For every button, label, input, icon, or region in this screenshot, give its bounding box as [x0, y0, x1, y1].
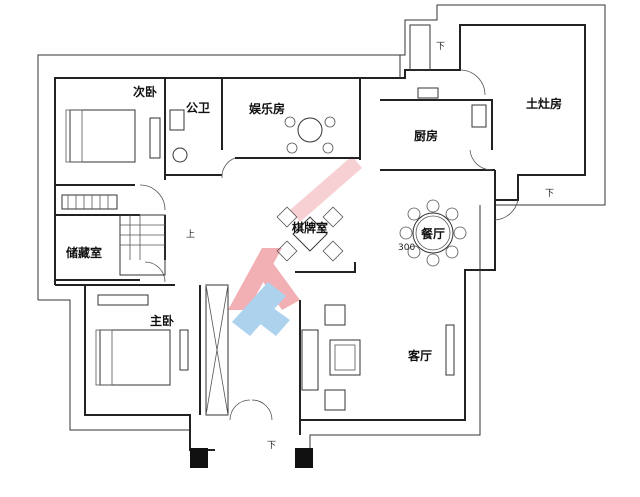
- stair-down-label-east: 下: [545, 189, 554, 199]
- dining-table-note: 300: [398, 243, 415, 253]
- interior-walls: [55, 55, 519, 468]
- furniture: [65, 87, 487, 411]
- label-public-bathroom: 公卫: [186, 101, 210, 115]
- stair-down-label-north: 下: [436, 42, 445, 52]
- room-labels: 次卧 公卫 娱乐房 厨房 土灶房 棋牌室 餐厅 300 储藏室 主卧 客厅 上 …: [66, 42, 562, 451]
- label-kitchen: 厨房: [414, 128, 438, 143]
- label-dining-room: 餐厅: [421, 226, 445, 241]
- label-chess-room: 棋牌室: [292, 220, 328, 235]
- outer-walls: [37, 4, 606, 451]
- label-master-bedroom: 主卧: [150, 313, 174, 328]
- label-entertainment-room: 娱乐房: [249, 101, 285, 116]
- label-living-room: 客厅: [407, 348, 432, 363]
- label-storage-room: 储藏室: [66, 245, 102, 260]
- bed-secondary: [69, 109, 136, 163]
- watermark-logo: [228, 156, 362, 336]
- label-secondary-bedroom: 次卧: [133, 84, 157, 99]
- stair-down-label-south: 下: [267, 441, 276, 451]
- staircase: [61, 24, 431, 276]
- bed-master: [99, 329, 171, 386]
- stair-up-label: 上: [186, 229, 195, 240]
- label-earth-stove-room: 土灶房: [526, 96, 562, 111]
